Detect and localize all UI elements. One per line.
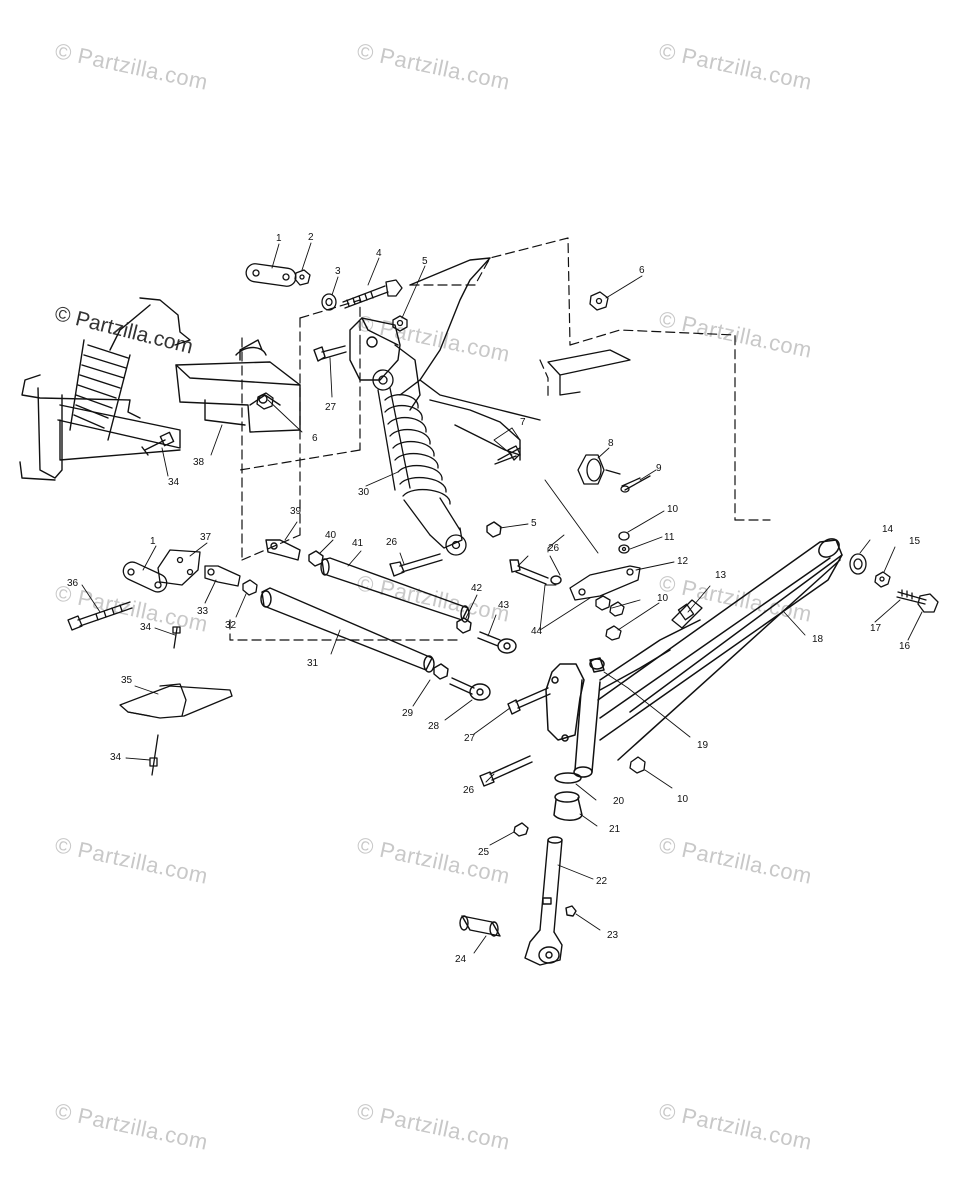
callout-28: 28 <box>428 721 440 732</box>
frame-outline <box>229 237 771 641</box>
callout-4: 4 <box>376 248 382 259</box>
callout-38: 38 <box>193 457 205 468</box>
callout-18: 18 <box>812 634 824 645</box>
callout-17: 17 <box>870 623 882 634</box>
callout-22: 22 <box>596 876 608 887</box>
callout-12: 12 <box>677 556 689 567</box>
callout-25: 25 <box>478 847 490 858</box>
callout-1: 1 <box>150 536 156 547</box>
callout-8: 8 <box>608 438 614 449</box>
callout-9: 9 <box>656 463 662 474</box>
left-suspension-assembly <box>19 297 301 481</box>
callout-37: 37 <box>200 532 212 543</box>
leader-lines <box>81 242 923 954</box>
callout-20: 20 <box>613 796 625 807</box>
callout-14: 14 <box>882 524 894 535</box>
callout-39: 39 <box>290 506 302 517</box>
callout-13: 13 <box>715 570 727 581</box>
shock-bracket <box>313 257 541 461</box>
callout-10: 10 <box>657 593 669 604</box>
callout-5: 5 <box>422 256 428 267</box>
callout-16: 16 <box>899 641 911 652</box>
callout-11: 11 <box>664 532 675 543</box>
callout-6: 6 <box>639 265 645 276</box>
callout-23: 23 <box>607 930 619 941</box>
callout-labels: 1 2 3 4 5 6 6 7 8 9 10 11 12 13 14 15 16… <box>67 232 921 965</box>
callout-36: 36 <box>67 578 79 589</box>
callout-35: 35 <box>121 675 133 686</box>
callout-26: 26 <box>386 537 398 548</box>
left-lower-parts <box>67 549 258 776</box>
callout-34: 34 <box>110 752 122 763</box>
callout-29: 29 <box>402 708 414 719</box>
a-arm-hardware <box>569 531 939 774</box>
callout-30: 30 <box>358 487 370 498</box>
callout-34: 34 <box>140 622 152 633</box>
callout-15: 15 <box>909 536 921 547</box>
callout-24: 24 <box>455 954 467 965</box>
callout-44: 44 <box>531 626 543 637</box>
callout-33: 33 <box>197 606 209 617</box>
spindle-assembly <box>459 822 577 966</box>
shock-absorber <box>372 369 467 556</box>
callout-10: 10 <box>677 794 689 805</box>
callout-26: 26 <box>463 785 475 796</box>
callout-27: 27 <box>325 402 337 413</box>
callout-21: 21 <box>609 824 621 835</box>
callout-6: 6 <box>312 433 318 444</box>
top-mount-parts <box>245 263 408 332</box>
a-arm <box>545 538 843 821</box>
callout-1: 1 <box>276 233 282 244</box>
callout-42: 42 <box>471 583 483 594</box>
callout-7: 7 <box>520 417 526 428</box>
callout-41: 41 <box>352 538 364 549</box>
callout-10: 10 <box>667 504 679 515</box>
tie-rods <box>260 521 562 787</box>
callout-34: 34 <box>168 477 180 488</box>
callout-32: 32 <box>225 620 237 631</box>
callout-2: 2 <box>308 232 314 243</box>
callout-19: 19 <box>697 740 709 751</box>
callout-27: 27 <box>464 733 476 744</box>
callout-31: 31 <box>307 658 319 669</box>
callout-43: 43 <box>498 600 510 611</box>
callout-40: 40 <box>325 530 337 541</box>
upper-right-parts <box>256 291 651 493</box>
callout-5: 5 <box>531 518 537 529</box>
callout-26: 26 <box>548 543 560 554</box>
callout-3: 3 <box>335 266 341 277</box>
